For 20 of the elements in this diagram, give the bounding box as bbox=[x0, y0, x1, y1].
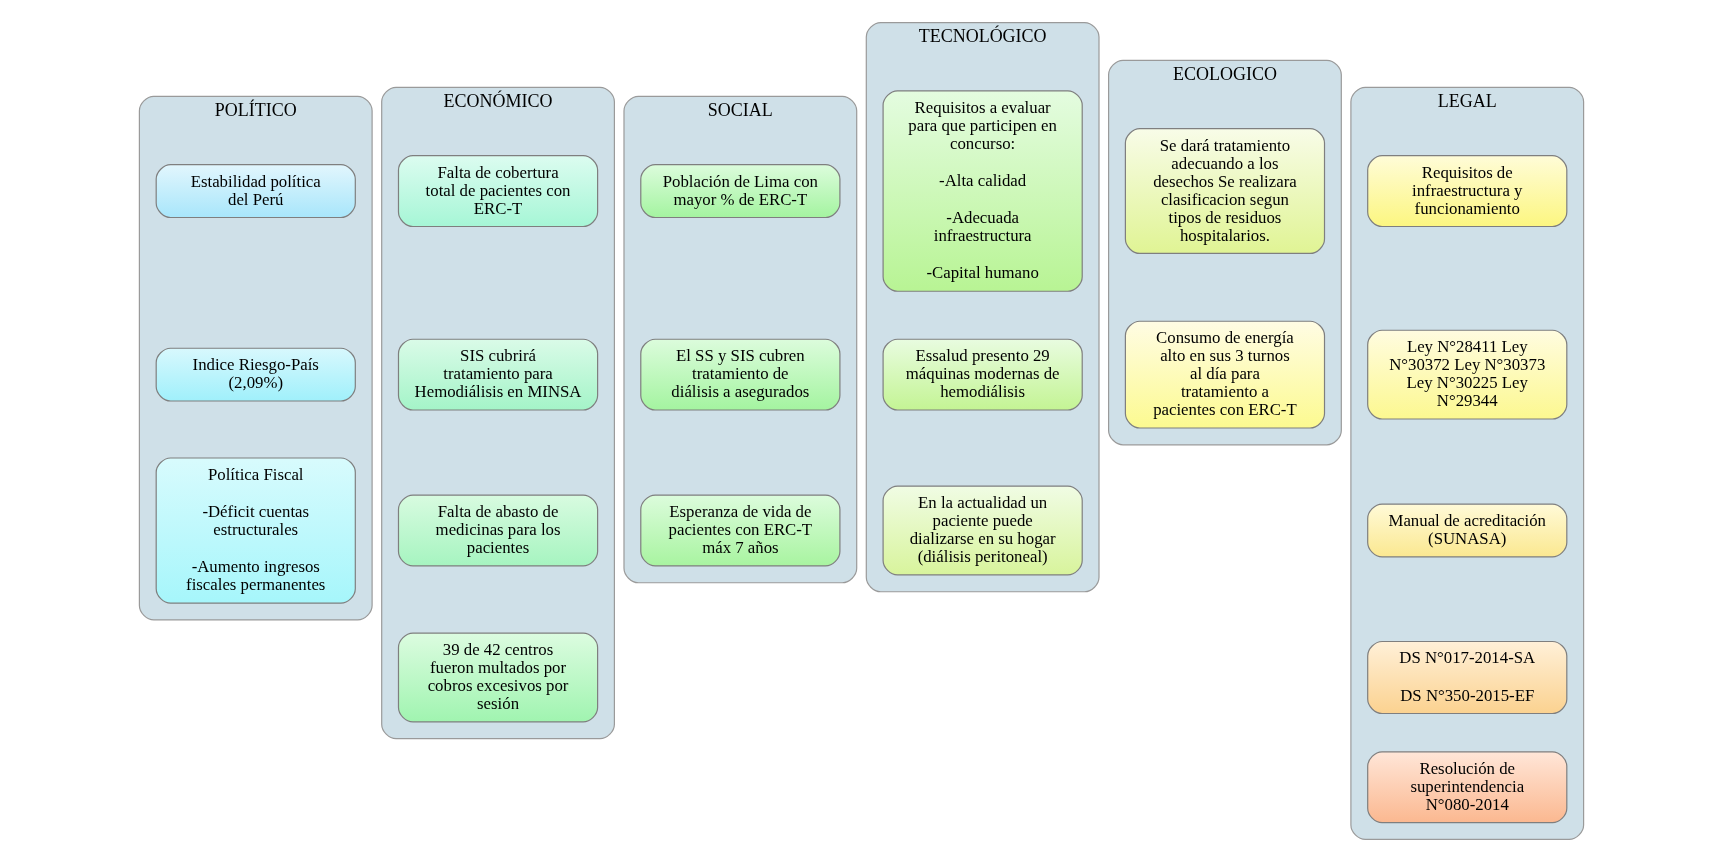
node-box: Requisitos a evaluar para que participen en concurso: -Alta calidad -Adecuada infraestructura -Capital humano bbox=[882, 90, 1083, 292]
node-box: Ley N°28411 Ley N°30372 Ley N°30373 Ley N°30225 Ley N°29344 bbox=[1366, 329, 1567, 420]
node-box: Estabilidad política del Perú bbox=[155, 164, 356, 219]
node-box: Requisitos de infraestructura y funcionamiento bbox=[1366, 155, 1567, 228]
node-box: Essalud presento 29 máquinas modernas de hemodiálisis bbox=[882, 338, 1083, 411]
node-box: Consumo de energía alto en sus 3 turnos al día para tratamiento a pacientes con ERC-T bbox=[1124, 320, 1325, 429]
node-box: 39 de 42 centros fueron multados por cobros excesivos por sesión bbox=[397, 632, 598, 723]
node-box: Población de Lima con mayor % de ERC-T bbox=[639, 164, 840, 219]
node-box: SIS cubrirá tratamiento para Hemodiálisis en MINSA bbox=[397, 338, 598, 411]
node-box: Esperanza de vida de pacientes con ERC-T máx 7 años bbox=[639, 494, 840, 567]
node-box: Falta de cobertura total de pacientes con ERC-T bbox=[397, 155, 598, 228]
node-box: Manual de acreditación (SUNASA) bbox=[1366, 503, 1567, 558]
node-box: Resolución de superintendencia N°080-2014 bbox=[1366, 751, 1567, 824]
node-box: DS N°017-2014-SA DS N°350-2015-EF bbox=[1366, 640, 1567, 715]
node-box: En la actualidad un paciente puede dializarse en su hogar (diálisis peritoneal) bbox=[882, 485, 1083, 576]
node-box: El SS y SIS cubren tratamiento de diálisis a asegurados bbox=[639, 338, 840, 411]
node-box: Política Fiscal -Déficit cuentas estructurales -Aumento ingresos fiscales permanentes bbox=[155, 457, 356, 604]
node-box: Se dará tratamiento adecuando a los desechos Se realizara clasificacion segun tipos de residuos hospitalarios. bbox=[1124, 128, 1325, 255]
node-box: Falta de abasto de medicinas para los pacientes bbox=[397, 494, 598, 567]
node-box: Indice Riesgo-País (2,09%) bbox=[155, 347, 356, 402]
